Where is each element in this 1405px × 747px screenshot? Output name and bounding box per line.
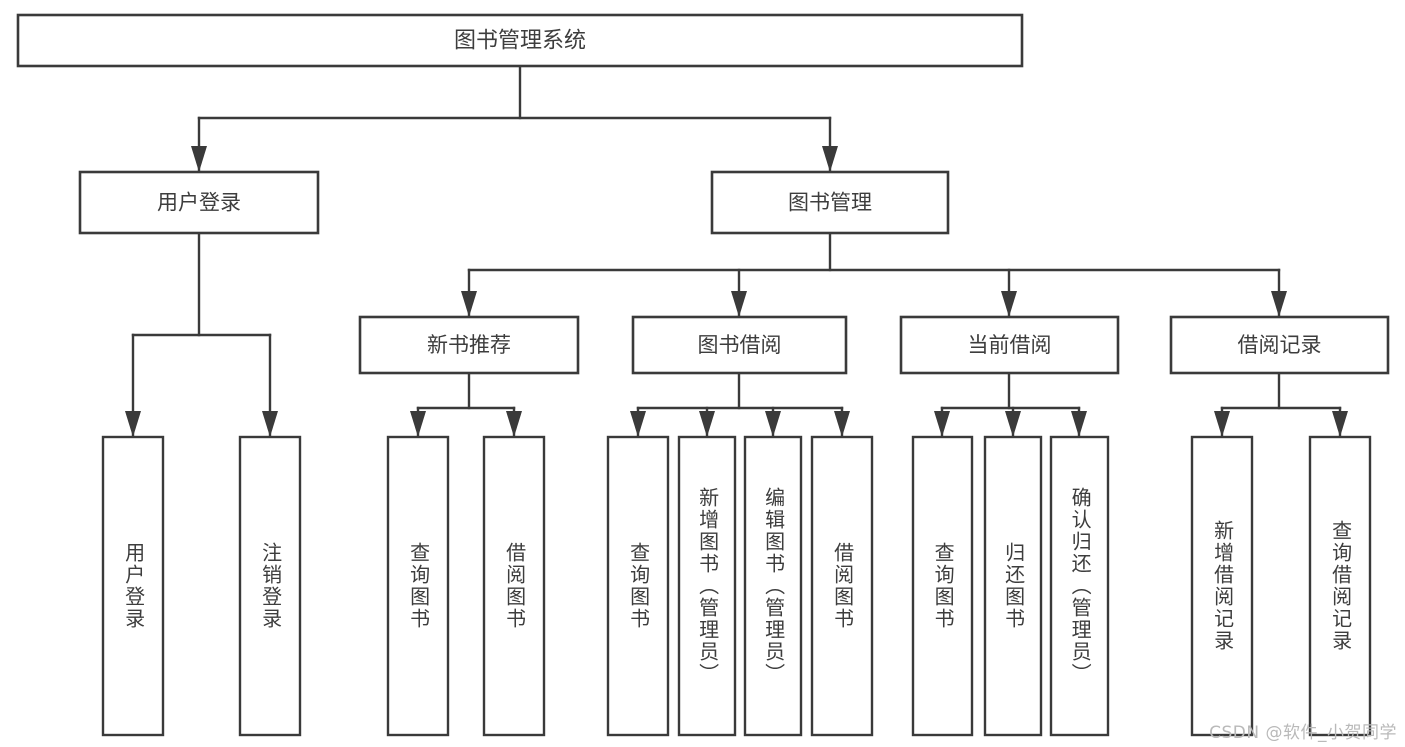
watermark-text: CSDN @软件_小贺同学 xyxy=(1209,723,1397,743)
connector-arrowhead xyxy=(1271,291,1287,317)
connector-arrowhead xyxy=(822,146,838,172)
connector-arrowhead xyxy=(125,411,141,437)
node-leaf-rect[interactable] xyxy=(101,435,165,737)
connector-arrowhead xyxy=(765,411,781,437)
connector-group-root xyxy=(191,64,838,172)
connector-arrowhead xyxy=(461,291,477,317)
node-leaf-leaf-borrow-book-1[interactable] xyxy=(482,435,546,737)
node-level1-book-manage[interactable] xyxy=(710,170,950,235)
node-root-rect[interactable] xyxy=(16,13,1024,68)
connector-arrowhead xyxy=(934,411,950,437)
node-label-user-login: 用户登录 xyxy=(157,191,241,215)
connector-arrowhead xyxy=(506,411,522,437)
node-leaf-leaf-return-book[interactable] xyxy=(983,435,1043,737)
connectors-layer xyxy=(125,64,1348,437)
node-leaf-rect[interactable] xyxy=(606,435,670,737)
boxes-layer xyxy=(16,13,1390,737)
node-leaf-leaf-confirm-return[interactable] xyxy=(1049,435,1110,737)
node-leaf-rect[interactable] xyxy=(677,435,737,737)
node-leaf-leaf-borrow-book-2[interactable] xyxy=(810,435,874,737)
connector-arrowhead xyxy=(1071,411,1087,437)
node-leaf-leaf-edit-book[interactable] xyxy=(743,435,803,737)
node-leaf-rect[interactable] xyxy=(1308,435,1372,737)
node-leaf-rect[interactable] xyxy=(386,435,450,737)
node-leaf-leaf-query-book-3[interactable] xyxy=(911,435,974,737)
node-label-book-manage: 图书管理 xyxy=(788,191,872,215)
node-leaf-rect[interactable] xyxy=(1049,435,1110,737)
node-label-borrow-record: 借阅记录 xyxy=(1238,333,1322,357)
node-level2-borrow-record[interactable] xyxy=(1169,315,1390,375)
node-leaf-leaf-query-book-2[interactable] xyxy=(606,435,670,737)
node-leaf-rect[interactable] xyxy=(238,435,302,737)
node-label-current-borrow: 当前借阅 xyxy=(968,333,1052,357)
node-level2-rect[interactable] xyxy=(358,315,580,375)
connector-group-current-borrow xyxy=(934,371,1087,437)
node-level2-current-borrow[interactable] xyxy=(899,315,1120,375)
node-leaf-rect[interactable] xyxy=(983,435,1043,737)
node-label-book-borrow: 图书借阅 xyxy=(698,333,782,357)
connector-arrowhead xyxy=(731,291,747,317)
node-level2-rect[interactable] xyxy=(899,315,1120,375)
connector-group-book-borrow xyxy=(630,371,850,437)
node-leaf-rect[interactable] xyxy=(810,435,874,737)
connector-arrowhead xyxy=(630,411,646,437)
connector-group-user-login xyxy=(125,231,278,437)
node-level2-book-borrow[interactable] xyxy=(631,315,848,375)
node-level2-rect[interactable] xyxy=(631,315,848,375)
node-leaf-leaf-add-record[interactable] xyxy=(1190,435,1254,737)
node-leaf-leaf-query-record[interactable] xyxy=(1308,435,1372,737)
connector-arrowhead xyxy=(1005,411,1021,437)
node-level1-user-login[interactable] xyxy=(78,170,320,235)
connector-arrowhead xyxy=(1214,411,1230,437)
connector-arrowhead xyxy=(191,146,207,172)
node-leaf-rect[interactable] xyxy=(1190,435,1254,737)
node-level1-rect[interactable] xyxy=(710,170,950,235)
node-level2-new-book-rec[interactable] xyxy=(358,315,580,375)
connector-group-borrow-record xyxy=(1214,371,1348,437)
node-leaf-leaf-logout[interactable] xyxy=(238,435,302,737)
node-leaf-rect[interactable] xyxy=(743,435,803,737)
connector-arrowhead xyxy=(834,411,850,437)
connector-group-book-manage xyxy=(461,231,1287,317)
node-label-new-book-rec: 新书推荐 xyxy=(427,333,511,357)
connector-arrowhead xyxy=(699,411,715,437)
node-label-root: 图书管理系统 xyxy=(454,29,586,54)
node-leaf-rect[interactable] xyxy=(482,435,546,737)
node-leaf-rect[interactable] xyxy=(911,435,974,737)
connector-arrowhead xyxy=(262,411,278,437)
node-leaf-leaf-query-book-1[interactable] xyxy=(386,435,450,737)
node-root-root[interactable] xyxy=(16,13,1024,68)
connector-arrowhead xyxy=(1332,411,1348,437)
node-leaf-leaf-user-login[interactable] xyxy=(101,435,165,737)
node-leaf-leaf-add-book[interactable] xyxy=(677,435,737,737)
node-level2-rect[interactable] xyxy=(1169,315,1390,375)
connector-arrowhead xyxy=(1001,291,1017,317)
node-level1-rect[interactable] xyxy=(78,170,320,235)
connector-group-new-book-rec xyxy=(410,371,522,437)
connector-arrowhead xyxy=(410,411,426,437)
